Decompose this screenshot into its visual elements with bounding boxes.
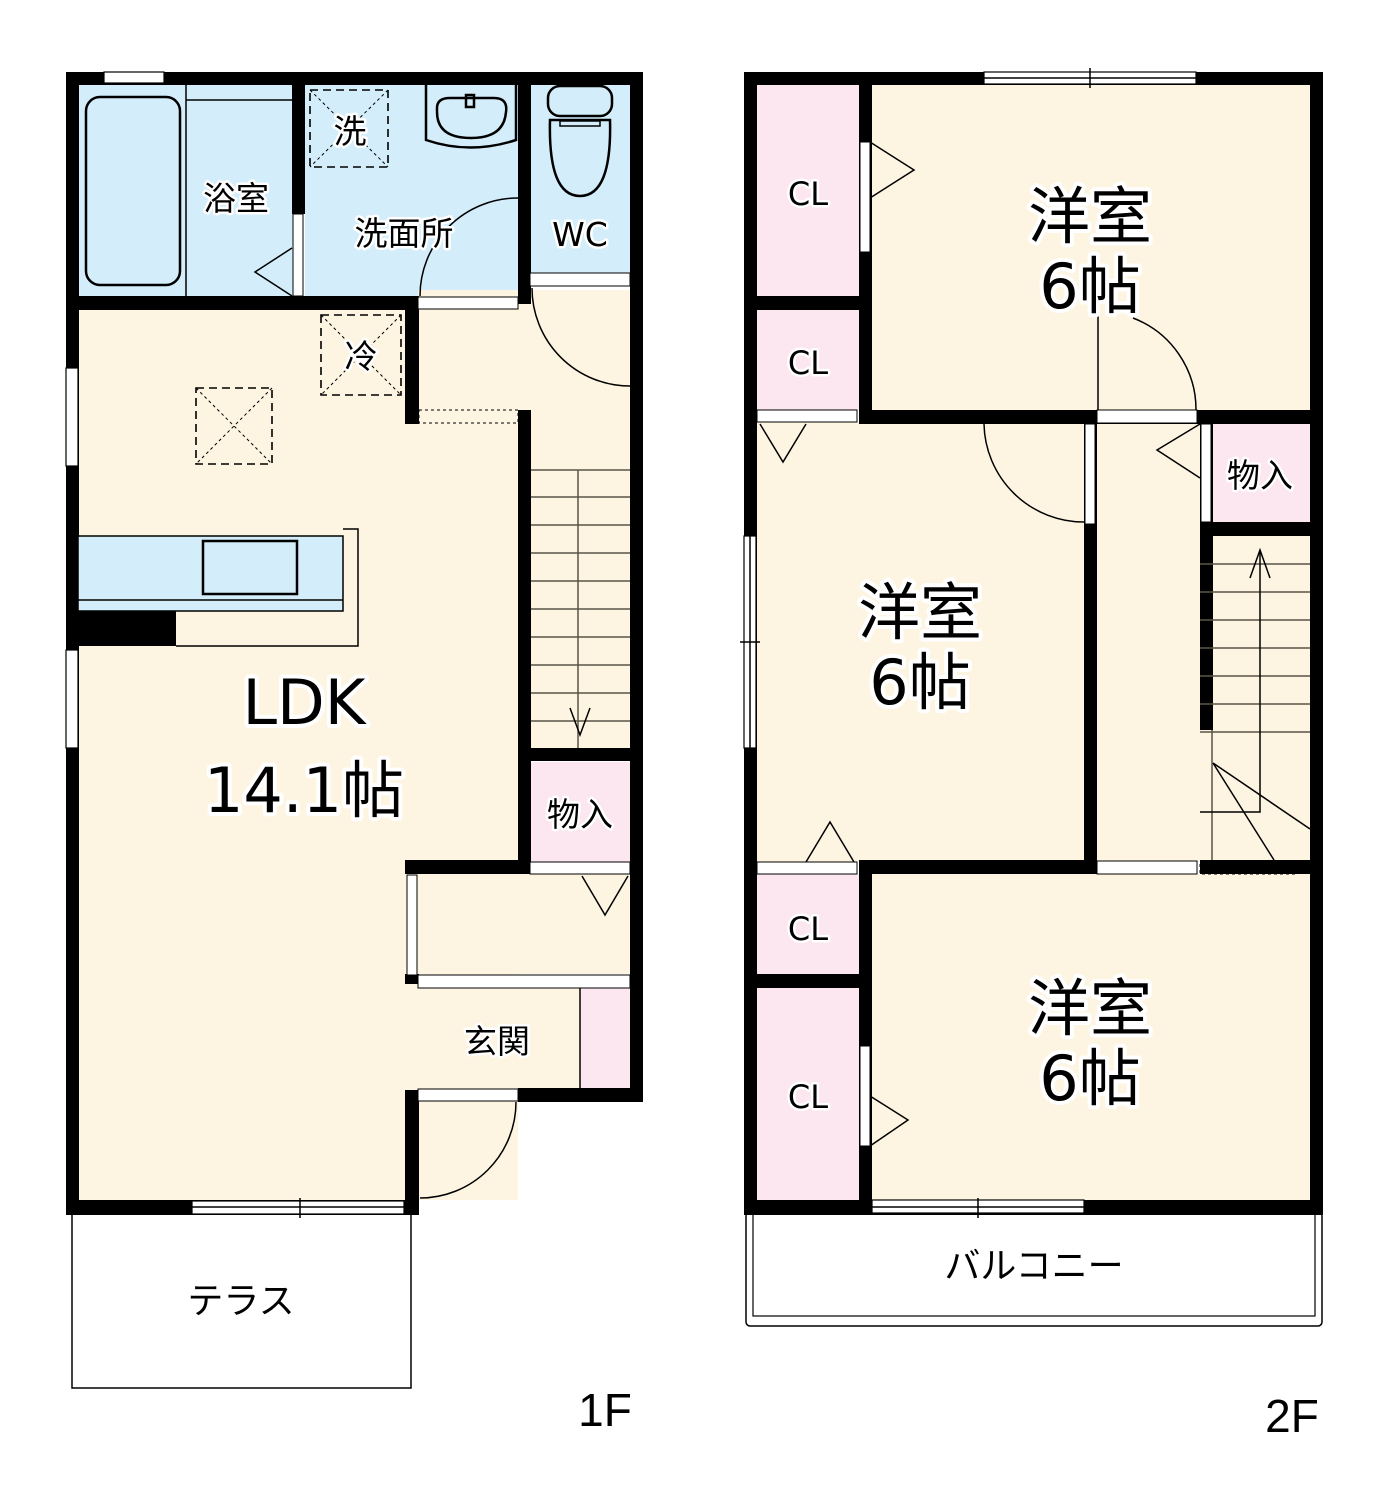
room-size-ldk: 14.1帖 (204, 754, 404, 827)
closet-label-4: CL (788, 1078, 828, 1116)
room-floor-bottom (872, 874, 1310, 1200)
staircase-1f-icon (531, 469, 630, 748)
floor-label-1f: 1F (578, 1384, 632, 1436)
room-floor-top (872, 84, 1310, 410)
room-label-storage-1f: 物入 (547, 795, 613, 834)
storage-floor-1f (530, 762, 630, 862)
bathtub-icon (84, 95, 182, 287)
staircase-2f-icon (1200, 547, 1311, 861)
room-label-washroom: 洗面所 (355, 214, 454, 253)
ceiling-mark-icon (195, 387, 273, 465)
room-label-west-bottom: 洋室 (1028, 972, 1152, 1045)
washer-label: 洗 (334, 112, 367, 151)
room-size-west-bottom: 6帖 (1039, 1042, 1140, 1115)
closet-floor-3 (756, 874, 860, 974)
area-label-terrace: テラス (187, 1281, 294, 1322)
room-label-wc: WC (552, 215, 608, 254)
room-label-west-top: 洋室 (1028, 180, 1152, 253)
room-floor-middle (756, 422, 1084, 862)
room-label-ldk: LDK (243, 666, 367, 739)
fridge-label: 冷 (345, 337, 378, 376)
floor-label-2f: 2F (1265, 1390, 1319, 1442)
closet-label-3: CL (788, 910, 828, 948)
room-size-west-middle: 6帖 (869, 646, 970, 719)
terrace-area (71, 1211, 412, 1389)
stairs-floor-2f (1200, 536, 1310, 862)
room-label-storage-2f: 物入 (1227, 456, 1293, 495)
entrance-floor (418, 988, 581, 1088)
shoe-storage-floor (581, 988, 630, 1088)
hall-floor-2f (1096, 422, 1200, 862)
room-label-entrance: 玄関 (464, 1022, 530, 1061)
closet-floor-1 (756, 84, 860, 296)
closet-floor-4 (756, 988, 860, 1200)
closet-label-1: CL (788, 175, 828, 213)
sink-icon (424, 84, 518, 149)
closet-floor-2 (756, 310, 860, 410)
entry-hall-floor (418, 874, 630, 974)
floor-2-plan: CL CL CL CL 洋室 6帖 洋室 6帖 洋室 6帖 物入 バルコニー 2… (740, 68, 1323, 1442)
closet-label-2: CL (788, 344, 828, 382)
room-label-bath: 浴室 (203, 179, 269, 218)
kitchen-counter-icon (77, 528, 359, 647)
area-label-balcony: バルコニー (944, 1246, 1123, 1287)
toilet-icon (546, 84, 614, 198)
washer-space-icon (309, 89, 389, 168)
floor-1-plan: 浴室 洗面所 洗 WC 冷 LDK 14.1帖 物入 玄関 テラス 1F (65, 71, 643, 1436)
storage-floor-2f (1212, 422, 1310, 522)
room-label-west-middle: 洋室 (858, 576, 982, 649)
washroom-floor (305, 84, 518, 296)
fridge-space-icon (320, 314, 402, 396)
room-size-west-top: 6帖 (1039, 250, 1140, 323)
